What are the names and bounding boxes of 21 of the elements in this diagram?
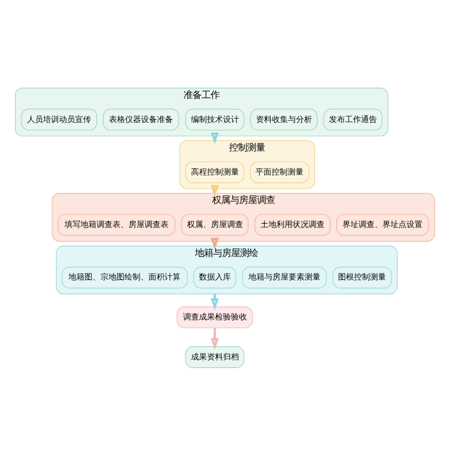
node-box: 成果资料归档 [185, 346, 244, 368]
node-box: 权属、房屋调查 [181, 214, 248, 236]
node-box: 发布工作通告 [323, 108, 382, 130]
node-box: 土地利用状况调查 [254, 214, 331, 236]
node-box: 资料收集与分析 [250, 108, 318, 130]
node-box: 调查成果检验验收 [176, 306, 253, 328]
node-box: 图根控制测量 [332, 266, 392, 288]
node-box: 人员培训动员宣传 [21, 108, 98, 130]
node-box: 数据入库 [193, 266, 236, 288]
arrow [210, 132, 219, 144]
node-box: 填写地籍调查表、房屋调查表 [58, 214, 176, 236]
node-box: 高程控制测量 [185, 160, 244, 183]
node-box: 表格仪器设备准备 [103, 108, 180, 130]
node-box: 平面控制测量 [250, 160, 310, 183]
node-box: 编制技术设计 [185, 108, 244, 130]
node-box: 界址调查、界址点设置 [336, 214, 429, 236]
arrow [210, 184, 219, 196]
node-box: 地籍与房屋要素测量 [242, 266, 326, 288]
arrow [210, 328, 219, 350]
node-box: 地籍图、宗地图绘制、面积计算 [62, 266, 188, 288]
arrow [210, 237, 219, 250]
